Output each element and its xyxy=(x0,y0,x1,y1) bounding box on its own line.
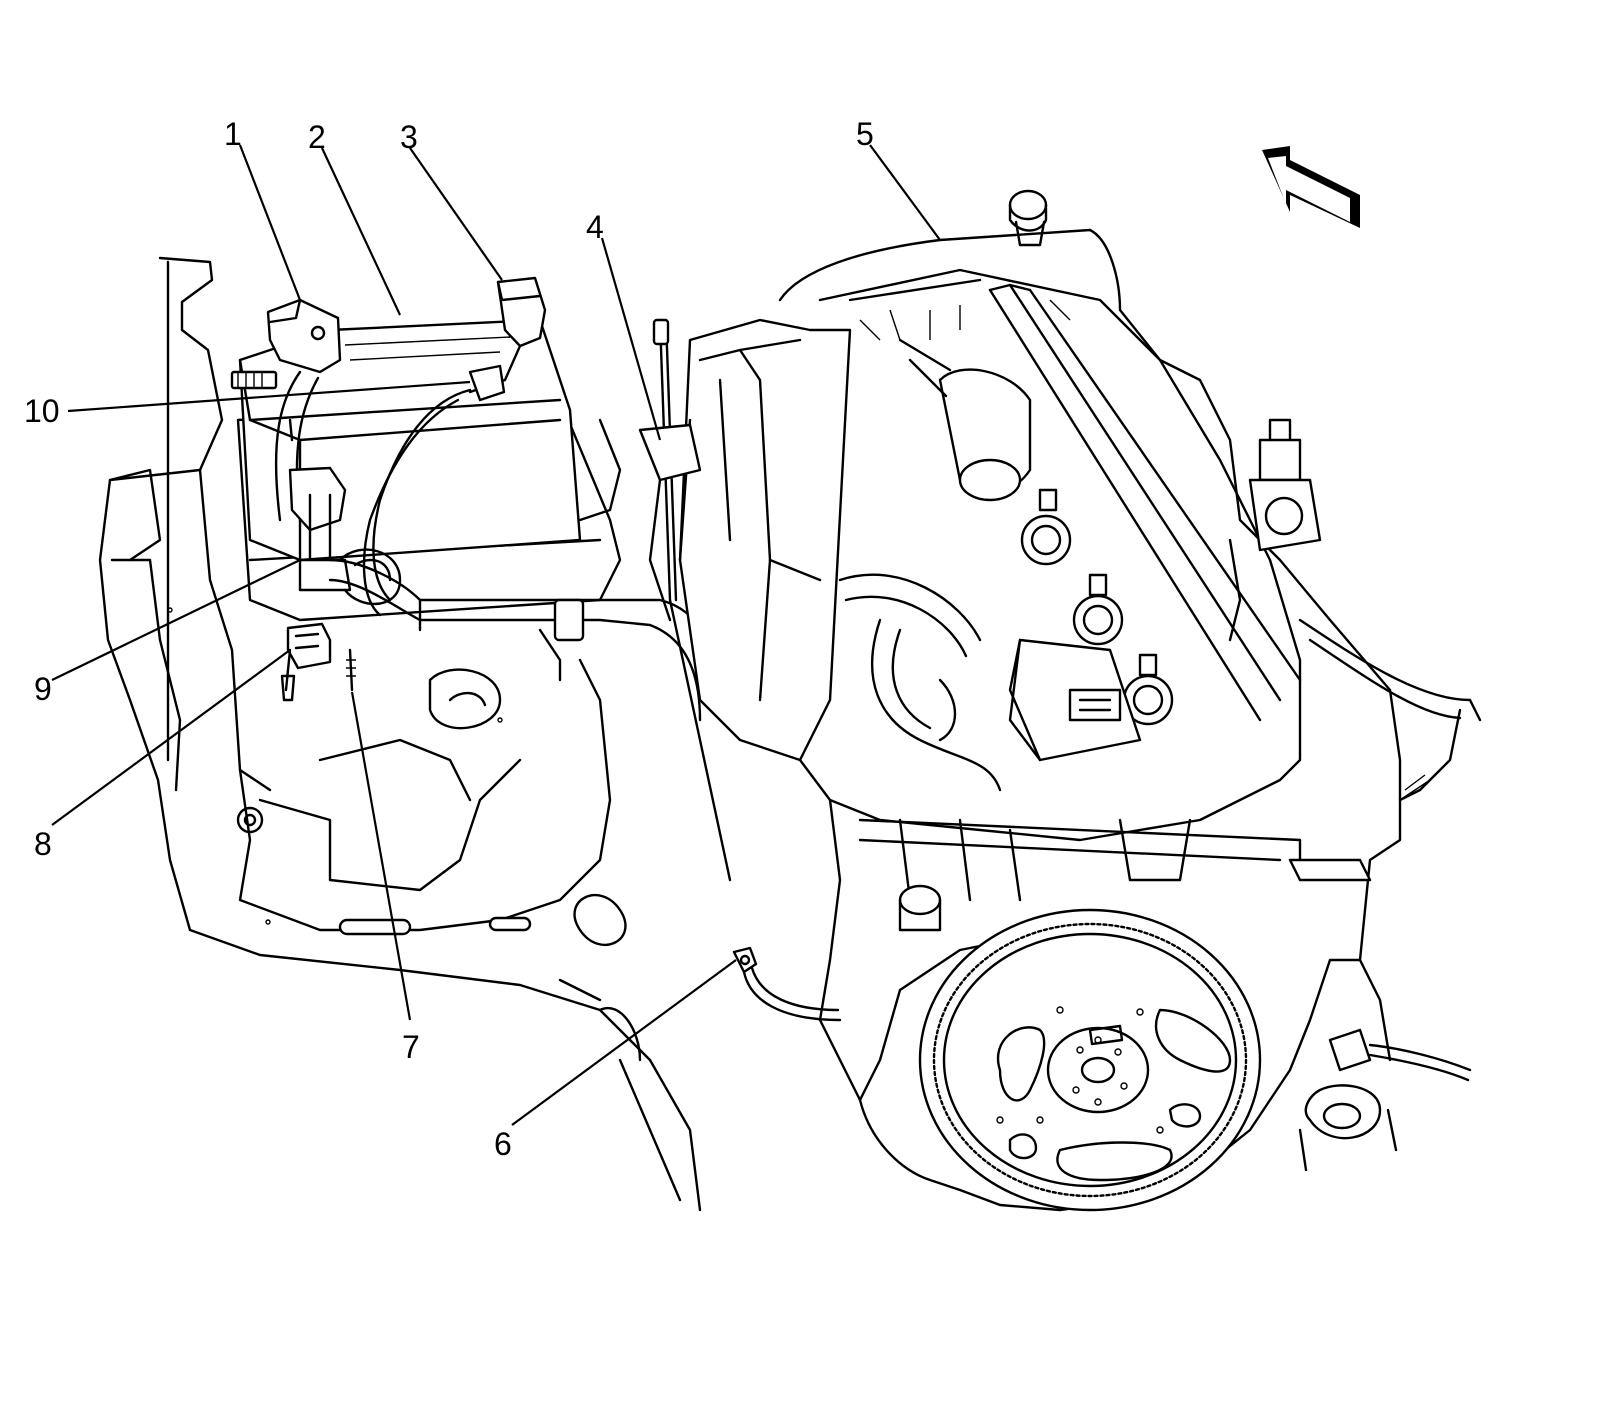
positive-battery-cable-terminal xyxy=(468,276,547,402)
flywheel xyxy=(858,908,1362,1212)
callout-9: 9 xyxy=(34,671,52,707)
underhood-fuse-block-connector xyxy=(288,466,352,592)
ground-wire-terminal xyxy=(732,946,842,1022)
callout-10: 10 xyxy=(24,393,60,429)
callout-7: 7 xyxy=(402,1029,420,1065)
callout-1: 1 xyxy=(224,116,242,152)
negative-battery-cable-terminal xyxy=(266,298,342,374)
ground-connector xyxy=(280,622,332,702)
callout-leaders xyxy=(51,144,941,1126)
callout-8: 8 xyxy=(34,826,52,862)
callout-3: 3 xyxy=(400,119,418,155)
front-of-vehicle-arrow-icon xyxy=(1262,146,1360,228)
callout-labels: 1 2 3 4 5 6 7 8 9 10 xyxy=(24,116,874,1162)
callout-6: 6 xyxy=(494,1126,512,1162)
harness-fastener xyxy=(346,648,356,692)
callout-2: 2 xyxy=(308,119,326,155)
callout-4: 4 xyxy=(586,209,604,245)
crankshaft-position-sensor xyxy=(1298,1028,1472,1172)
callout-5: 5 xyxy=(856,116,874,152)
engine-assembly xyxy=(638,189,1482,1102)
battery-cables xyxy=(274,370,722,722)
